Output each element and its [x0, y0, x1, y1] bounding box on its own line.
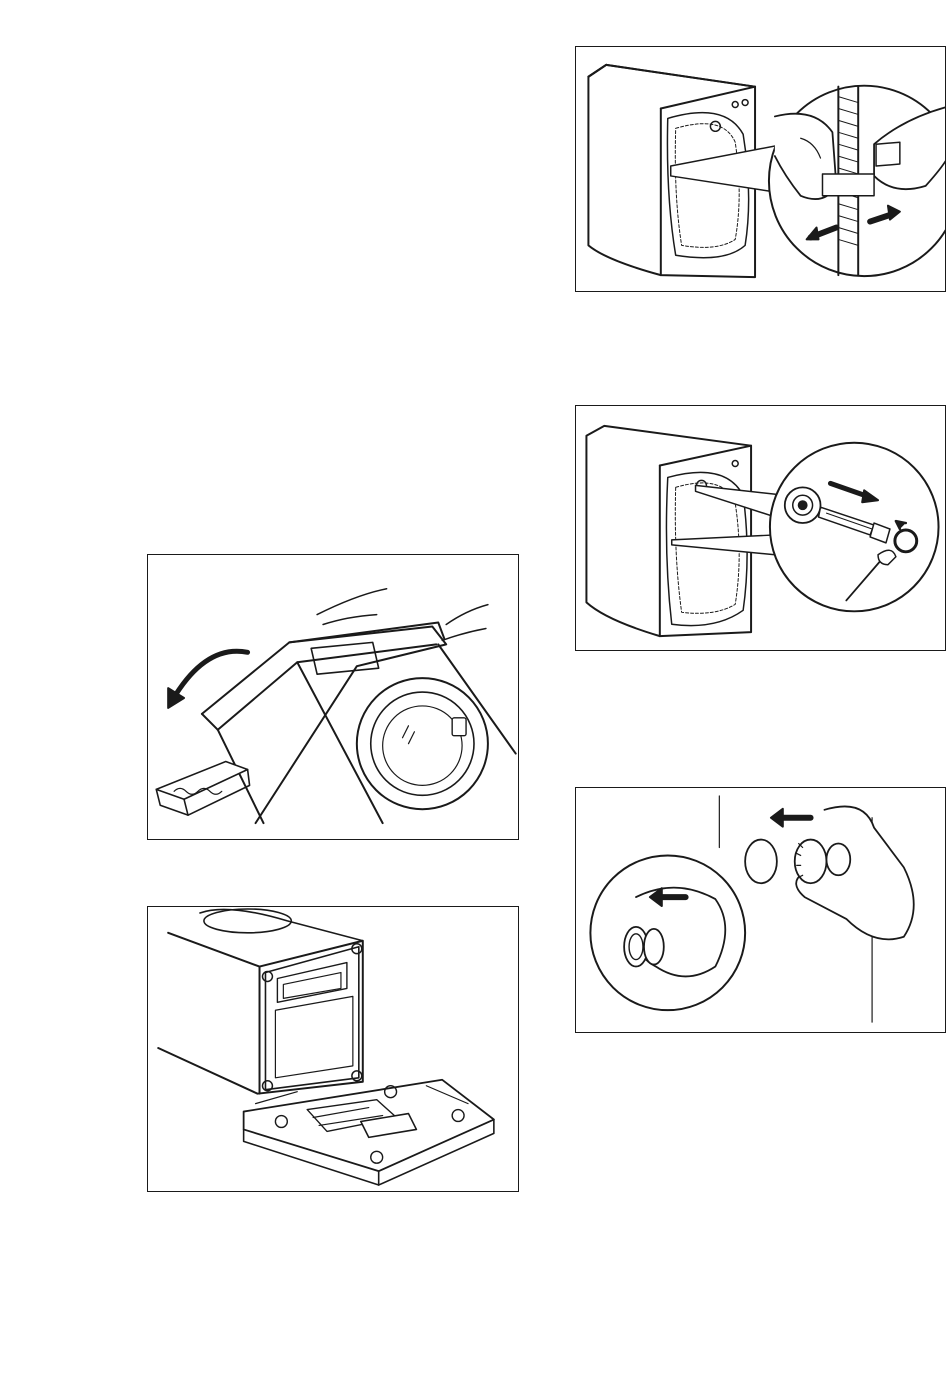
remove-hose-clips-illustration	[576, 47, 945, 291]
figure-insert-plastic-caps	[575, 787, 946, 1033]
tilt-washer-illustration	[148, 555, 518, 839]
figure-remove-hose-clips	[575, 46, 946, 292]
insert-plastic-caps-illustration	[576, 788, 945, 1032]
figure-remove-base-packing	[147, 906, 519, 1192]
figure-tilt-washer	[147, 554, 519, 840]
figure-remove-transit-bolts	[575, 405, 946, 651]
remove-base-packing-illustration	[148, 907, 518, 1191]
remove-transit-bolts-illustration	[576, 406, 945, 650]
